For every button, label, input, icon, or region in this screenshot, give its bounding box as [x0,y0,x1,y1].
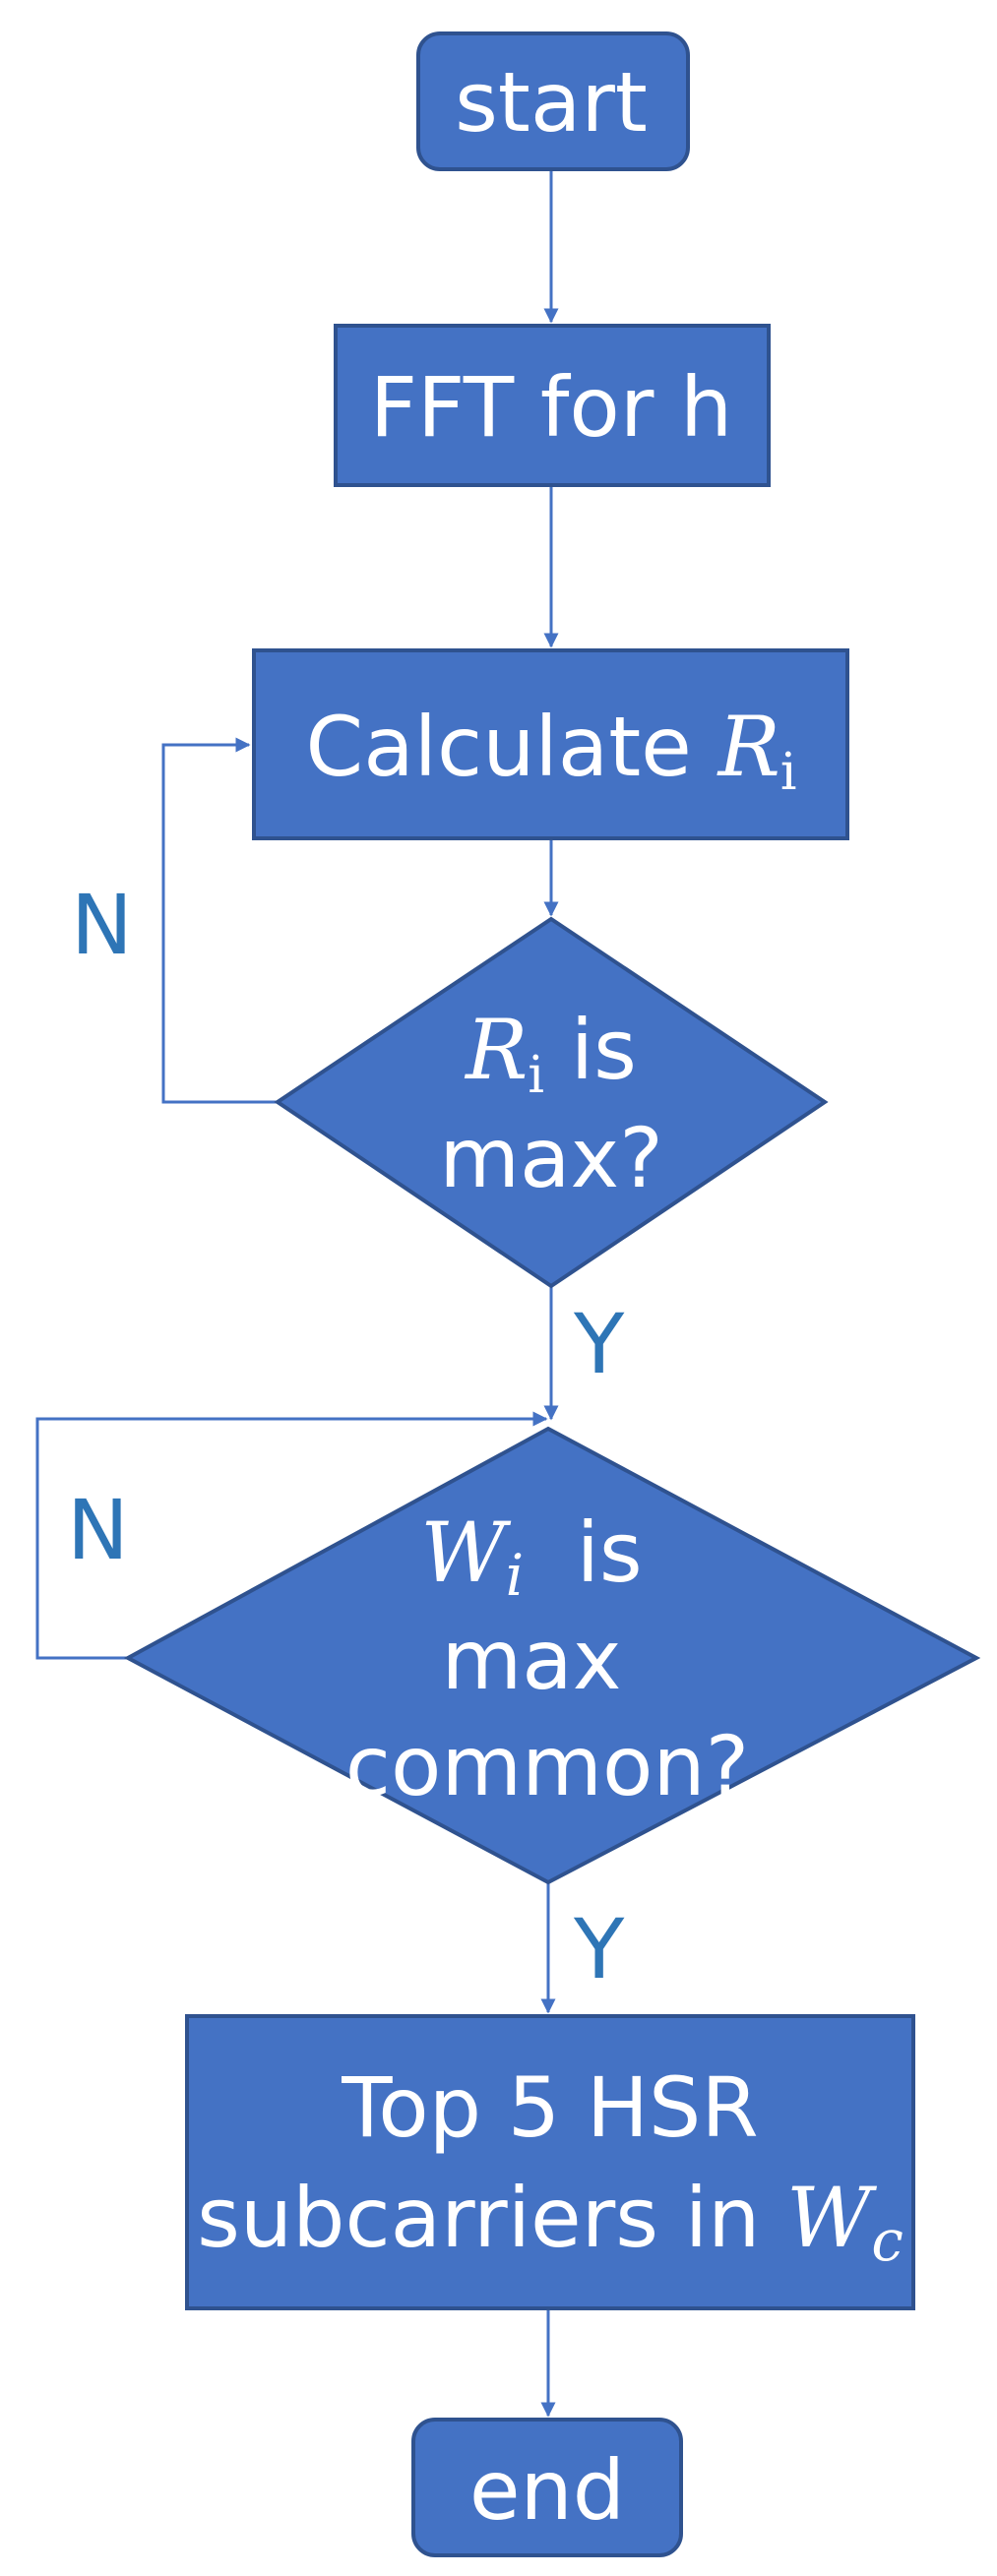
top5-line2: subcarriers in Wc [197,2170,904,2274]
decision-w-sub: i [506,1542,525,1609]
calculate-label: Calculate Ri [306,699,797,802]
fft-node: FFT for h [334,324,771,487]
decision-w-node: Wi is max common? [123,1426,981,1885]
top5-line2-prefix: subcarriers in [197,2170,786,2266]
top5-node: Top 5 HSR subcarriers in Wc [185,2014,915,2310]
calculate-var: R [717,699,780,795]
decision-w-line3: common? [345,1718,749,1814]
decision-r-var: R [464,1002,528,1098]
start-label: start [455,54,648,151]
end-label: end [469,2442,625,2539]
decision-w-var: W [420,1504,512,1601]
calculate-prefix: Calculate [306,699,718,795]
end-node: end [411,2418,683,2557]
start-node: start [416,31,690,171]
decision-r-line2: max? [439,1110,663,1206]
top5-var: W [786,2170,878,2266]
decision-r-node: Ri is max? [274,916,829,1289]
decision-w-suffix: is [524,1504,643,1601]
fft-label: FFT for h [370,359,733,456]
edge-decision-r-no-loop [161,737,278,1104]
decision-r-sub: i [528,1046,544,1105]
top5-sub: c [871,2207,903,2274]
top5-line1: Top 5 HSR [341,2059,758,2156]
decision-r-suffix: is [544,1002,637,1098]
edges [35,169,559,2418]
decision-w-no-label: N [67,1482,129,1578]
decision-w-line2: max [441,1612,621,1708]
edge-decision-w-no-loop [35,1411,548,1660]
decision-w-yes-label: Y [573,1901,625,1997]
decision-r-line1: Ri is [464,1002,637,1105]
decision-w-line1: Wi is [420,1504,642,1609]
decision-r-no-label: N [71,877,133,973]
calculate-sub: i [780,743,797,802]
decision-r-yes-label: Y [573,1296,625,1392]
calculate-node: Calculate Ri [252,648,849,840]
